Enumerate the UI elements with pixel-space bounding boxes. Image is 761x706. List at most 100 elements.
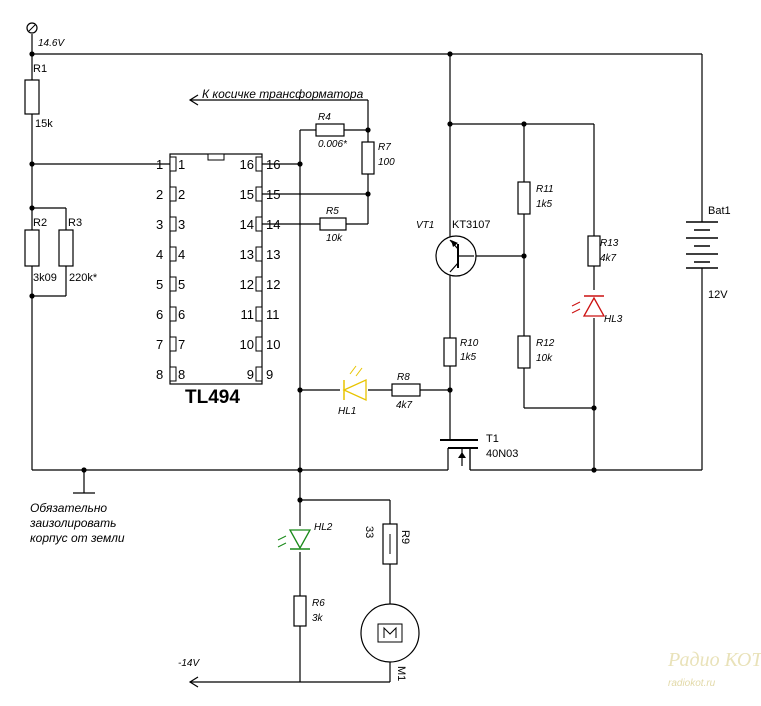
ground-note-line1: Обязательно <box>30 501 107 515</box>
chip-pin-outer-label: 12 <box>266 277 280 292</box>
chip-pin-inner-label: 5 <box>178 277 185 292</box>
r11-value: 1k5 <box>536 199 553 210</box>
chip-pin-inner-label: 2 <box>178 187 185 202</box>
resistor-r10: R10 1k5 <box>443 337 479 367</box>
r8-value: 4k7 <box>396 400 413 411</box>
chip-pin-outer-label: 6 <box>156 307 163 322</box>
chip-pin-outer-label: 13 <box>266 247 280 262</box>
chip-pin-inner-label: 8 <box>178 367 185 382</box>
chip-pin-box <box>169 156 177 172</box>
r5-value: 10k <box>326 233 343 244</box>
r2-value: 3k09 <box>33 272 57 284</box>
chip-pin-outer-label: 7 <box>156 337 163 352</box>
r2-name: R2 <box>33 217 47 229</box>
chip-pin-outer-label: 15 <box>266 187 280 202</box>
battery-name: Bat1 <box>708 205 731 217</box>
supply-terminal: 14.6V <box>26 22 65 49</box>
ground-note: Обязательно заизолировать корпус от земл… <box>29 501 125 545</box>
chip-pin-box <box>169 366 177 382</box>
ground-note-line3: корпус от земли <box>30 531 125 545</box>
r13-name: R13 <box>600 238 619 249</box>
r4-name: R4 <box>318 112 331 123</box>
resistor-r4: R4 0.006* <box>315 112 348 150</box>
chip-pin-outer-label: 16 <box>266 157 280 172</box>
chip-pin-inner-label: 16 <box>240 157 254 172</box>
r12-value: 10k <box>536 353 553 364</box>
chip-pin-inner-label: 14 <box>240 217 254 232</box>
led-hl1: HL1 <box>338 365 367 417</box>
t1-name: T1 <box>486 433 499 445</box>
battery-value: 12V <box>708 289 728 301</box>
r6-value: 3k <box>312 613 324 624</box>
r6-name: R6 <box>312 598 325 609</box>
resistor-r13: R13 4k7 <box>587 235 619 267</box>
chip-pin-inner-label: 3 <box>178 217 185 232</box>
chip-pin-outer-label: 1 <box>156 157 163 172</box>
chip-pin-outer-label: 9 <box>266 367 273 382</box>
r3-value: 220k* <box>69 272 98 284</box>
r9-value: 33 <box>363 526 375 538</box>
watermark: Радио КОТ radiokot.ru <box>667 649 761 689</box>
chip-pin-inner-label: 9 <box>247 367 254 382</box>
hl3-name: HL3 <box>604 314 623 325</box>
vt1-name: VT1 <box>416 220 434 231</box>
chip-pin-outer-label: 3 <box>156 217 163 232</box>
resistor-r12: R12 10k <box>517 335 555 369</box>
t1-type: 40N03 <box>486 448 518 460</box>
wires <box>31 34 703 688</box>
chip-pin-outer-label: 8 <box>156 367 163 382</box>
resistor-r8: R8 4k7 <box>391 372 421 411</box>
chip-pin-inner-label: 10 <box>240 337 254 352</box>
chip-pin-box <box>169 186 177 202</box>
chip-pin-box <box>169 216 177 232</box>
resistor-r11: R11 1k5 <box>517 181 554 215</box>
ground-note-line2: заизолировать <box>29 516 116 530</box>
chip-pin-inner-label: 6 <box>178 307 185 322</box>
battery-bat1: Bat1 12V <box>686 205 731 301</box>
chip-pin-inner-label: 13 <box>240 247 254 262</box>
chip-pin-outer-label: 10 <box>266 337 280 352</box>
chip-pin-box <box>255 366 263 382</box>
chip-pin-box <box>169 336 177 352</box>
r4-value: 0.006* <box>318 139 348 150</box>
r10-value: 1k5 <box>460 352 477 363</box>
led-hl2: HL2 <box>277 522 333 550</box>
transformer-note: К косичке трансформатора <box>202 87 364 101</box>
r13-value: 4k7 <box>600 253 617 264</box>
chip-pin-outer-label: 5 <box>156 277 163 292</box>
chip-pin-inner-label: 7 <box>178 337 185 352</box>
chip-pin-inner-label: 15 <box>240 187 254 202</box>
motor-name: M1 <box>395 666 407 681</box>
resistor-r1: R1 15k <box>24 63 53 130</box>
transistor-t1: T1 40N03 <box>440 433 518 470</box>
chip-pin-box <box>255 216 263 232</box>
chip-pin-box <box>255 336 263 352</box>
chip-pin-box <box>255 186 263 202</box>
hl1-name: HL1 <box>338 406 356 417</box>
chip-pin-box <box>255 246 263 262</box>
chip-pin-outer-label: 2 <box>156 187 163 202</box>
r8-name: R8 <box>397 372 410 383</box>
vt1-type: KT3107 <box>452 219 491 231</box>
transistor-vt1: VT1 KT3107 <box>416 219 491 277</box>
chip-pin-outer-label: 4 <box>156 247 163 262</box>
resistor-r3: R3 220k* <box>58 217 98 284</box>
r1-name: R1 <box>33 63 47 75</box>
resistor-r6: R6 3k <box>293 595 325 627</box>
hl2-name: HL2 <box>314 522 333 533</box>
chip-pin-inner-label: 4 <box>178 247 185 262</box>
chip-name: TL494 <box>185 387 240 408</box>
resistor-r2: R2 3k09 <box>24 217 57 284</box>
r5-name: R5 <box>326 206 339 217</box>
r9-name: R9 <box>399 530 411 544</box>
chip-pin-box <box>255 306 263 322</box>
chip-pin-inner-label: 12 <box>240 277 254 292</box>
resistor-r5: R5 10k <box>319 206 347 244</box>
chip-pin-box <box>169 246 177 262</box>
r3-name: R3 <box>68 217 82 229</box>
resistor-r7: R7 100 <box>361 141 395 175</box>
